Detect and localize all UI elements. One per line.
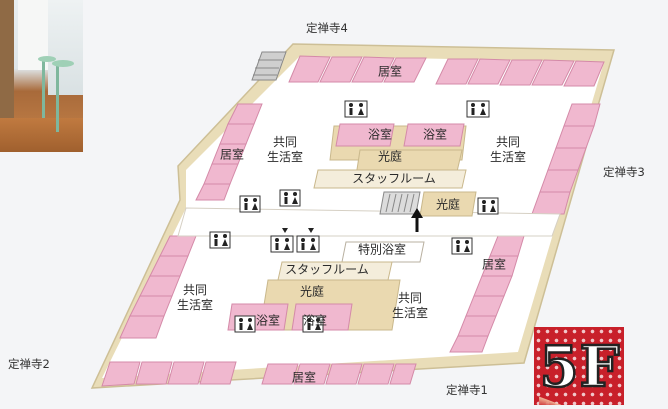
stairs-middle-icon	[379, 191, 421, 215]
staff-room-north	[313, 169, 467, 189]
courtyard-middle	[419, 191, 477, 217]
room-label-common-ne: 共同 生活室	[489, 135, 526, 164]
room-column-east-lower	[449, 235, 525, 353]
entrance-arrow-icon	[411, 208, 423, 232]
floor-badge-label: 5F	[538, 334, 621, 401]
interior-photo	[0, 0, 83, 152]
room-column-west-upper	[195, 103, 263, 201]
room-row-south	[101, 361, 417, 387]
elevator-marker-1	[282, 228, 288, 233]
room-label-special-bath: 特別浴室	[357, 242, 407, 257]
room-label-bath-1: 浴室	[367, 127, 393, 142]
room-label-kyoshitsu-north: 居室	[377, 64, 403, 79]
floor-badge: 5F	[534, 327, 624, 405]
bath-north-1	[335, 123, 395, 147]
elevator-marker-2	[308, 228, 314, 233]
street-label-south: 定禅寺1	[446, 383, 488, 397]
room-label-kyoshitsu-south: 居室	[291, 370, 317, 385]
room-label-bath-4: 浴室	[302, 313, 328, 328]
room-column-west-lower	[119, 235, 197, 339]
street-label-east: 定禅寺3	[603, 165, 645, 179]
room-label-kyoshitsu-east: 居室	[481, 257, 507, 272]
room-label-staff-north: スタッフルーム	[352, 171, 436, 186]
room-label-common-sw: 共同 生活室	[176, 283, 213, 312]
room-label-staff-south: スタッフルーム	[285, 262, 369, 277]
street-label-north: 定禅寺4	[306, 21, 348, 35]
room-column-east-upper	[531, 103, 601, 215]
toilet-icon-glyphs	[214, 103, 496, 330]
room-label-common-se: 共同 生活室	[391, 291, 428, 320]
room-label-bath-2: 浴室	[422, 127, 448, 142]
bath-north-2	[403, 123, 465, 147]
stairs-north-icon	[251, 51, 287, 81]
room-label-common-nw: 共同 生活室	[266, 135, 303, 164]
street-label-west: 定禅寺2	[8, 357, 50, 371]
room-label-bath-3: 浴室	[255, 313, 281, 328]
room-label-kyoshitsu-west: 居室	[219, 147, 245, 162]
room-label-courtyard-middle: 光庭	[435, 197, 461, 212]
special-bath-room	[341, 241, 425, 263]
room-label-courtyard-south: 光庭	[299, 284, 325, 299]
room-label-courtyard-north: 光庭	[377, 149, 403, 164]
room-row-north	[288, 55, 605, 87]
